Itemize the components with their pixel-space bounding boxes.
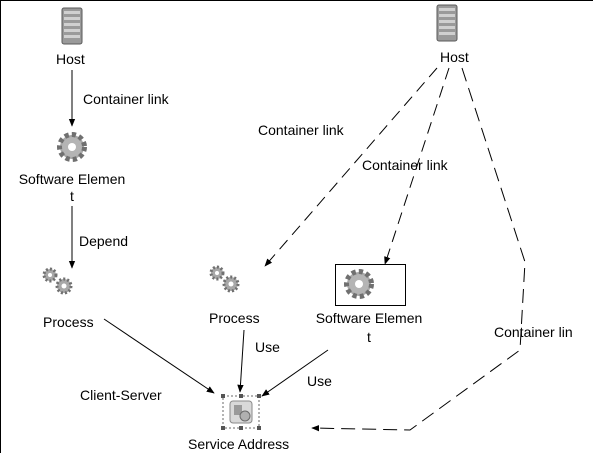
node-label-software-element-right[interactable]: Software Elemen (315, 310, 423, 326)
gears-icon[interactable] (209, 265, 240, 293)
node-label-host-left[interactable]: Host (56, 51, 85, 67)
node-label-software-element-left-wrap[interactable]: t (70, 188, 74, 204)
link-label-use-process: Use (255, 339, 280, 355)
edge-use-process[interactable] (237, 329, 245, 393)
link-label-container-left: Container link (83, 91, 169, 107)
link-label-depend: Depend (79, 233, 129, 249)
link-label-container-to-software-element: Container link (362, 157, 448, 173)
gear-icon[interactable] (344, 269, 374, 299)
edge-client-server[interactable] (103, 318, 215, 394)
node-label-software-element-right-wrap[interactable]: t (367, 329, 371, 345)
edge-use-software-element[interactable] (261, 349, 329, 397)
node-label-process-left[interactable]: Process (43, 314, 94, 330)
edge-container-link-to-software-element[interactable] (384, 67, 450, 265)
gear-icon[interactable] (57, 132, 87, 162)
link-label-container-to-service-address: Container lin (494, 324, 573, 340)
gears-icon[interactable] (42, 267, 73, 295)
link-label-client-server: Client-Server (80, 387, 162, 403)
service-address-icon[interactable] (221, 394, 261, 430)
edge-container-link-to-service-address[interactable] (311, 67, 526, 432)
link-label-container-to-process: Container link (258, 122, 344, 138)
server-icon[interactable] (436, 4, 458, 42)
link-label-use-software-element: Use (307, 373, 332, 389)
node-label-software-element-left[interactable]: Software Elemen (18, 171, 126, 187)
node-label-service-address[interactable]: Service Address (188, 436, 290, 452)
server-icon[interactable] (61, 7, 83, 45)
node-label-host-right[interactable]: Host (440, 49, 469, 65)
edge-container-link-to-process[interactable] (264, 67, 438, 267)
selection-box (335, 264, 406, 306)
node-label-process-mid[interactable]: Process (209, 310, 260, 326)
